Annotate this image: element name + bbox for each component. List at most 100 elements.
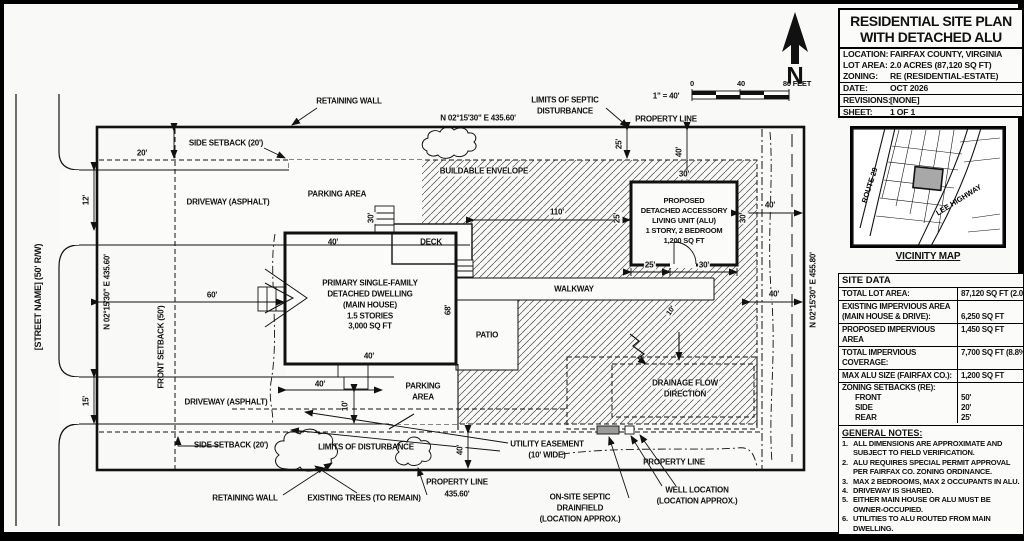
dim-alu-bottom-25: 25': [643, 260, 657, 271]
setback-front-key: FRONT: [855, 393, 882, 402]
vicinity-map-drawing: ROUTE 29 LEE HIGHWAY: [852, 128, 1004, 246]
dim-top-25: 25': [614, 137, 625, 151]
setback-rear-key: REAR: [855, 413, 877, 422]
north-letter: N: [786, 62, 804, 90]
title-row-lot-area-key: LOT AREA:: [843, 60, 888, 70]
scale-tick-80: 80 FEET: [782, 78, 812, 88]
site-data-total-coverage-value: 7,700 SQ FT (8.8%): [957, 347, 1023, 369]
setback-rear-value: 25': [957, 413, 1023, 423]
sheet-title-line2: WITH DETACHED ALU: [860, 29, 1002, 45]
paved-and-building-areas: [60, 160, 737, 424]
title-row-revisions-value: [NONE]: [890, 95, 920, 105]
site-data-setbacks-header-row: ZONING SETBACKS (RE):: [839, 383, 1023, 393]
house-label-2: DETACHED DWELLING: [327, 289, 413, 299]
dim-top-40: 40': [674, 145, 685, 159]
house-label-5: 3,000 SQ FT: [348, 321, 392, 331]
site-data-lot-area-key: TOTAL LOT AREA:: [842, 289, 910, 298]
note-1-number: 1.: [842, 439, 848, 448]
site-plan-drawing: [STREET NAME] (50' R/W) N 02°15'30" E 43…: [4, 4, 836, 528]
title-row-zoning-value: RE (RESIDENTIAL-ESTATE): [890, 71, 999, 81]
deck-outline: [391, 223, 473, 265]
general-notes: GENERAL NOTES: 1. ALL DIMENSIONS ARE APP…: [838, 425, 1024, 535]
limits-septic-label-2: DISTURBANCE: [536, 106, 594, 116]
dim-15ft: 15': [81, 395, 91, 407]
title-row-location-value: FAIRFAX COUNTY, VIRGINIA: [890, 49, 1003, 59]
dim-alu-left-25: 25': [612, 211, 623, 225]
title-row-sheet: SHEET: 1 OF 1: [840, 106, 1022, 118]
scale-ratio-label: 1" = 40': [652, 91, 680, 101]
buildable-envelope-label: BUILDABLE ENVELOPE: [438, 166, 530, 177]
parking-bottom-label-1: PARKING: [405, 381, 441, 391]
property-line-top-label: PROPERTY LINE: [635, 114, 697, 124]
note-2-text: ALU REQUIRES SPECIAL PERMIT APPROVAL PER…: [853, 457, 1011, 477]
note-1: 1. ALL DIMENSIONS ARE APPROXIMATE AND SU…: [842, 439, 1020, 458]
house-label-1: PRIMARY SINGLE-FAMILY: [322, 278, 418, 288]
title-row-revisions-key: REVISIONS:: [843, 95, 891, 105]
setback-side-value: 20': [957, 403, 1023, 413]
house-outline: [283, 231, 458, 366]
site-data-setback-rear: REAR 25': [839, 413, 1023, 425]
note-3-number: 3.: [842, 476, 848, 486]
vicinity-main-roads: [859, 128, 982, 246]
vicinity-map-caption: VICINITY MAP: [895, 251, 961, 262]
limits-septic-label-1: LIMITS OF SEPTIC: [531, 95, 599, 105]
title-row-revisions: REVISIONS: [NONE]: [840, 94, 1022, 106]
house-label-4: 1.5 STORIES: [346, 311, 394, 321]
driveway-bottom-label: DRIVEWAY (ASPHALT): [184, 397, 268, 407]
driveway-top-label: DRIVEWAY (ASPHALT): [186, 197, 270, 207]
dim-12ft: 12': [81, 194, 91, 206]
note-4-text: DRIVEWAY IS SHARED.: [853, 486, 934, 496]
note-3: 3. MAX 2 BEDROOMS, MAX 2 OCCUPANTS IN AL…: [842, 477, 1020, 486]
note-5-text: EITHER MAIN HOUSE OR ALU MUST BE OWNER-O…: [853, 495, 991, 514]
title-block: RESIDENTIAL SITE PLAN WITH DETACHED ALU …: [838, 8, 1024, 118]
retaining-wall-top-label: RETAINING WALL: [316, 96, 382, 106]
site-data-setbacks-header: ZONING SETBACKS (RE):: [842, 383, 936, 392]
note-2-number: 2.: [842, 457, 848, 467]
alu-label-1: PROPOSED: [663, 195, 705, 205]
street-lines: [15, 94, 80, 526]
utility-easement-label-1: UTILITY EASEMENT: [510, 439, 584, 449]
walkway-outline: [456, 277, 715, 301]
dim-house-68: 68': [443, 304, 453, 316]
walkway-label: WALKWAY: [553, 284, 595, 295]
setback-front-value: 50': [957, 393, 1023, 403]
site-data-row-total-coverage: TOTAL IMPERVIOUS COVERAGE: 7,700 SQ FT (…: [839, 347, 1023, 370]
side-setback-bottom-label: SIDE SETBACK (20'): [193, 440, 269, 450]
limits-disturbance-label: LIMITS OF DISTURBANCE: [318, 442, 414, 452]
note-5-number: 5.: [842, 495, 848, 505]
site-data-setback-side: SIDE 20': [839, 403, 1023, 413]
title-row-lot-area: LOT AREA: 2.0 ACRES (87,120 SQ FT): [840, 60, 1022, 71]
general-notes-header: GENERAL NOTES:: [842, 428, 923, 438]
property-line-bottom-label: PROPERTY LINE: [426, 477, 488, 487]
dim-house-bottom-40: 40': [363, 351, 375, 361]
dim-alu-to-pl-40: 40': [763, 200, 777, 211]
septic-label-2: DRAINFIELD: [556, 503, 604, 513]
dimension-lines: [90, 122, 803, 469]
property-line-bottom-length: 435.60': [444, 489, 470, 499]
alu-outline: [629, 180, 739, 268]
note-6-number: 6.: [842, 514, 848, 524]
bearing-left-label: N 02°15'30" E 435.60': [102, 254, 112, 330]
scale-bar: [691, 89, 790, 101]
site-data-max-alu-key: MAX ALU SIZE (FAIRFAX CO.):: [842, 371, 952, 380]
dim-drain-to-pl-40: 40': [767, 289, 781, 300]
scale-tick-40: 40: [737, 78, 745, 88]
vicinity-map: ROUTE 29 LEE HIGHWAY: [850, 126, 1006, 248]
side-setback-top-label: SIDE SETBACK (20'): [188, 138, 264, 148]
site-data-total-coverage-key: TOTAL IMPERVIOUS COVERAGE:: [842, 348, 917, 367]
title-row-sheet-value: 1 OF 1: [890, 107, 916, 117]
utility-easement-label-2: (10' WIDE): [528, 450, 566, 460]
site-data-existing-impervious-key-line1: EXISTING IMPERVIOUS AREA: [842, 302, 951, 311]
title-row-location-key: LOCATION:: [843, 49, 889, 59]
entry-chevron: [264, 268, 308, 328]
title-row-date-value: OCT 2026: [890, 83, 929, 93]
dim-110: 110': [548, 207, 566, 218]
site-data-lot-area-value: 87,120 SQ FT (2.0 AC): [957, 288, 1023, 300]
vicinity-subject-parcel: [912, 165, 944, 192]
alu-label-4: 1 STORY, 2 BEDROOM: [645, 225, 723, 235]
title-row-date-key: DATE:: [843, 83, 868, 93]
site-data-row-proposed-impervious: PROPOSED IMPERVIOUS AREA 1,450 SQ FT: [839, 324, 1023, 347]
patio-label: PATIO: [475, 330, 499, 340]
